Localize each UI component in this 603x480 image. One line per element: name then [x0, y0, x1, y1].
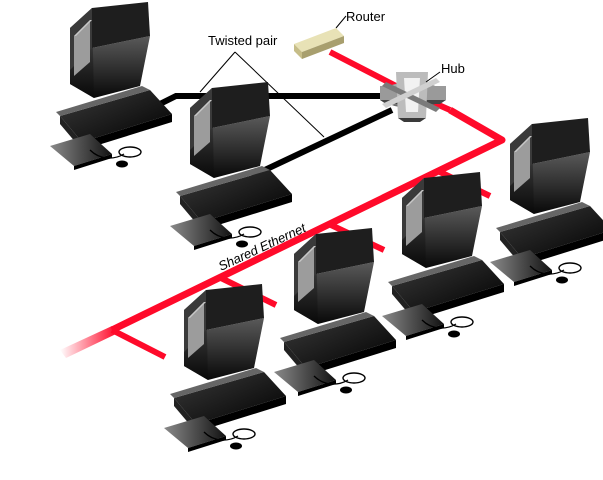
twisted-pair-callout	[199, 51, 325, 138]
router-label: Router	[346, 9, 386, 24]
computer-icon-ethernet-3	[273, 227, 397, 397]
twisted-pair-label: Twisted pair	[208, 33, 278, 48]
hub-icon	[380, 71, 446, 122]
computer-icon-twisted-1	[49, 1, 173, 171]
computer-icon-ethernet-4	[163, 283, 287, 453]
hub-label: Hub	[441, 61, 465, 76]
router-icon	[294, 15, 347, 59]
computer-icon-ethernet-1	[489, 117, 603, 287]
